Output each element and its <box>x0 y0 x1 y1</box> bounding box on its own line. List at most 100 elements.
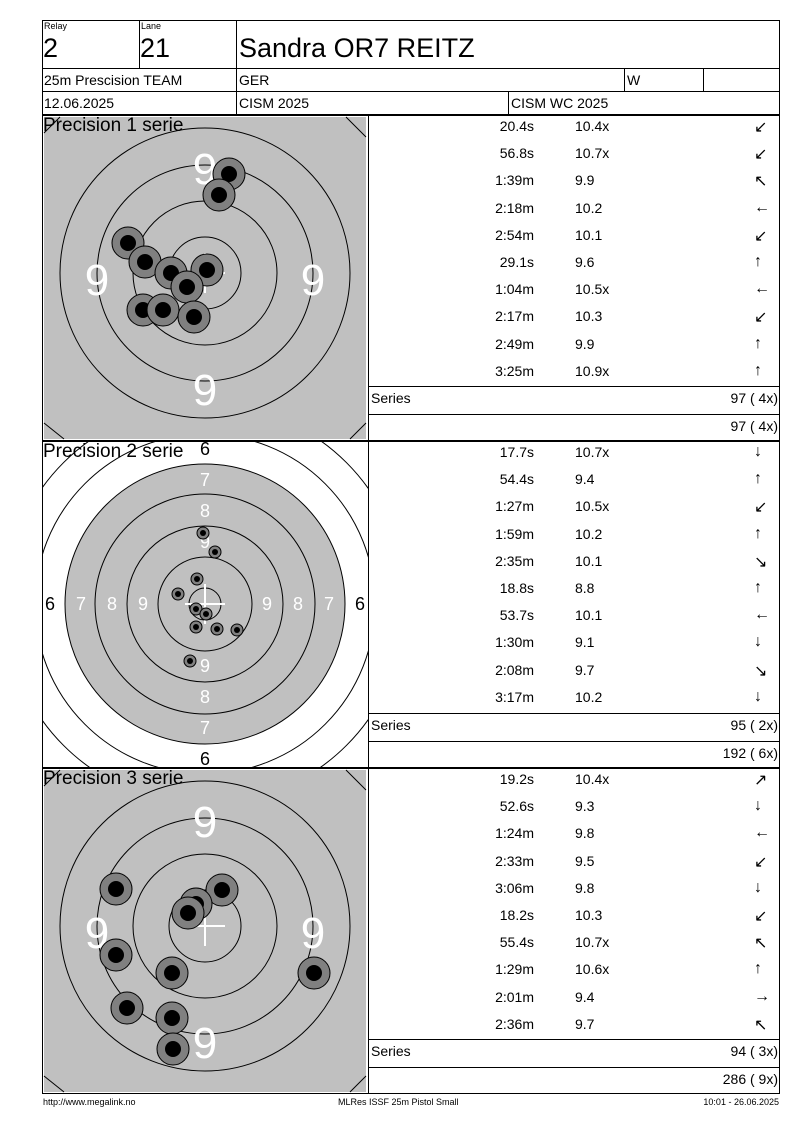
shot-score: 10.5x <box>575 498 610 515</box>
ring-number-label: 7 <box>200 470 210 490</box>
gender: W <box>627 72 641 88</box>
shot-direction-icon: ↖ <box>754 173 768 191</box>
shot-hole <box>199 607 213 621</box>
shot-time: 1:39m <box>495 172 534 189</box>
ring-number-label: 9 <box>262 594 272 614</box>
shot-hole <box>205 873 239 907</box>
shot-hole <box>99 938 133 972</box>
shot-time: 2:08m <box>495 661 534 678</box>
shot-direction-icon: ↙ <box>754 119 768 136</box>
ring-number-label: 6 <box>45 594 55 614</box>
shot-time: 18.2s <box>499 907 534 923</box>
nation: GER <box>239 72 270 88</box>
shot-hole <box>230 623 244 637</box>
shot-score: 9.7 <box>575 1015 595 1032</box>
shot-time: 17.7s <box>499 444 534 460</box>
shot-score: 10.1 <box>575 226 603 243</box>
lane-cell: Lane 21 <box>139 20 236 69</box>
shot-direction-icon: ↙ <box>754 227 768 245</box>
shot-score: 10.3 <box>575 907 603 923</box>
shot-hole <box>155 1001 189 1035</box>
ring-number-label: 8 <box>293 594 303 614</box>
series-label: Series <box>371 390 411 406</box>
target-ring <box>96 164 314 382</box>
shot-score: 10.2 <box>575 525 603 542</box>
ring-number-label: 7 <box>76 594 86 614</box>
ring-number-label: 9 <box>200 656 210 676</box>
shot-direction-icon: ↑ <box>754 253 762 270</box>
shot-score: 9.8 <box>575 879 595 896</box>
ring-number-label: 9 <box>193 798 217 847</box>
shot-time: 1:59m <box>495 525 534 542</box>
shot-score: 9.4 <box>575 471 595 488</box>
ring-number-label: 8 <box>200 687 210 707</box>
shot-hole <box>183 654 197 668</box>
divider <box>624 68 625 92</box>
shot-time: 52.6s <box>499 798 534 815</box>
running-total: 97 ( 4x) <box>730 418 778 434</box>
shot-score: 9.4 <box>575 988 595 1005</box>
running-total: 192 ( 6x) <box>722 745 778 761</box>
series-block <box>42 115 780 441</box>
shot-hole <box>210 622 224 636</box>
ring-number-label: 9 <box>138 594 148 614</box>
event-name: 25m Prescision TEAM <box>44 72 183 88</box>
shot-time: 2:18m <box>495 199 534 216</box>
ring-number-label: 7 <box>200 718 210 738</box>
target-ring <box>59 780 351 1072</box>
shot-score: 10.1 <box>575 607 603 624</box>
ring-number-label: 6 <box>200 441 210 459</box>
relay-cell: Relay 2 <box>42 20 139 69</box>
shot-hole <box>208 545 222 559</box>
shot-direction-icon: ↙ <box>754 499 768 517</box>
ring-number-label: 7 <box>324 594 334 614</box>
shot-hole <box>190 572 204 586</box>
shot-direction-icon: ↙ <box>754 146 768 164</box>
series-title: Precision 1 serie <box>43 115 184 136</box>
series-block <box>42 768 780 1094</box>
shot-direction-icon: ↓ <box>754 443 762 460</box>
shot-score: 10.5x <box>575 281 610 298</box>
shot-direction-icon: ↑ <box>754 579 762 596</box>
shot-time: 2:17m <box>495 308 534 325</box>
shot-time: 18.8s <box>499 580 534 596</box>
ring-number-label: 9 <box>301 909 325 958</box>
date: 12.06.2025 <box>44 95 115 111</box>
header-row-3 <box>42 91 780 115</box>
shot-score: 10.4x <box>575 118 610 134</box>
shot-direction-icon: ← <box>754 280 770 298</box>
shot-direction-icon: ↙ <box>754 853 768 871</box>
lane-label: Lane <box>141 21 162 31</box>
shot-direction-icon: ↙ <box>754 309 768 327</box>
shot-time: 55.4s <box>499 934 534 951</box>
shot-time: 2:54m <box>495 226 534 243</box>
series-label: Series <box>371 717 411 733</box>
shot-score: 8.8 <box>575 580 595 596</box>
shooter-name: Sandra OR7 REITZ <box>239 33 475 63</box>
series-title: Precision 3 serie <box>43 768 184 789</box>
shot-time: 1:24m <box>495 825 534 842</box>
shot-direction-icon: ↘ <box>754 662 768 680</box>
shot-score: 9.8 <box>575 825 595 842</box>
shot-time: 2:33m <box>495 852 534 869</box>
shot-time: 29.1s <box>499 254 534 270</box>
shot-hole <box>128 245 162 279</box>
series-block <box>42 441 780 768</box>
shot-direction-icon: ↖ <box>754 1016 768 1034</box>
footer-software: MLRes ISSF 25m Pistol Small <box>338 1097 459 1107</box>
shot-score: 10.2 <box>575 688 603 705</box>
shot-direction-icon: ↑ <box>754 960 762 978</box>
shot-score: 10.4x <box>575 771 610 787</box>
series-title: Precision 2 serie <box>43 441 184 462</box>
shot-direction-icon: ← <box>754 606 770 624</box>
shot-hole <box>110 991 144 1025</box>
shot-hole <box>99 872 133 906</box>
shot-hole <box>171 896 205 930</box>
shot-direction-icon: ↑ <box>754 361 762 379</box>
match: CISM WC 2025 <box>511 95 609 111</box>
shot-time: 2:36m <box>495 1015 534 1032</box>
divider <box>703 68 704 92</box>
shot-score: 9.5 <box>575 852 595 869</box>
